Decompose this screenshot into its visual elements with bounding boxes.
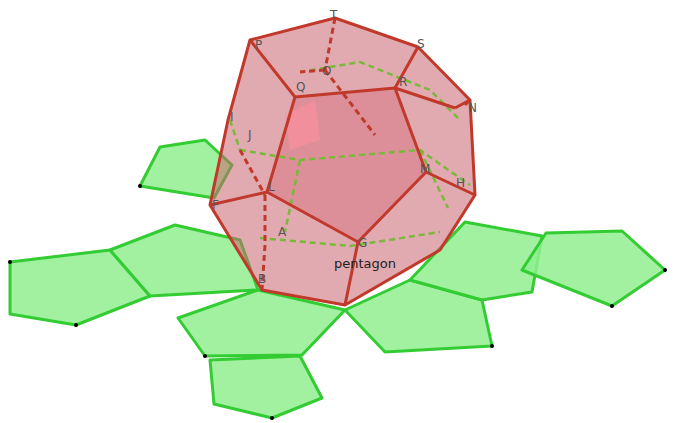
vertex-label: O [322,64,331,78]
vertex-label: Q [296,80,305,94]
face-label: pentagon [334,257,396,271]
vertex-label: T [330,8,337,22]
vertex-label: L [268,180,275,194]
vertex-label: J [248,128,252,142]
vertex-label: I [230,110,234,124]
vertex-label: F [212,198,219,212]
vertex-label: G [358,236,367,250]
vertex-label: P [255,38,262,52]
vertex-label: H [456,176,465,190]
vertex-label: R [399,75,407,89]
vertex-label: N [468,101,477,115]
vertex-label: S [417,37,425,51]
vertex-label: A [278,225,286,239]
vertex-label: M [420,162,430,176]
vertex-label: B [258,272,266,286]
